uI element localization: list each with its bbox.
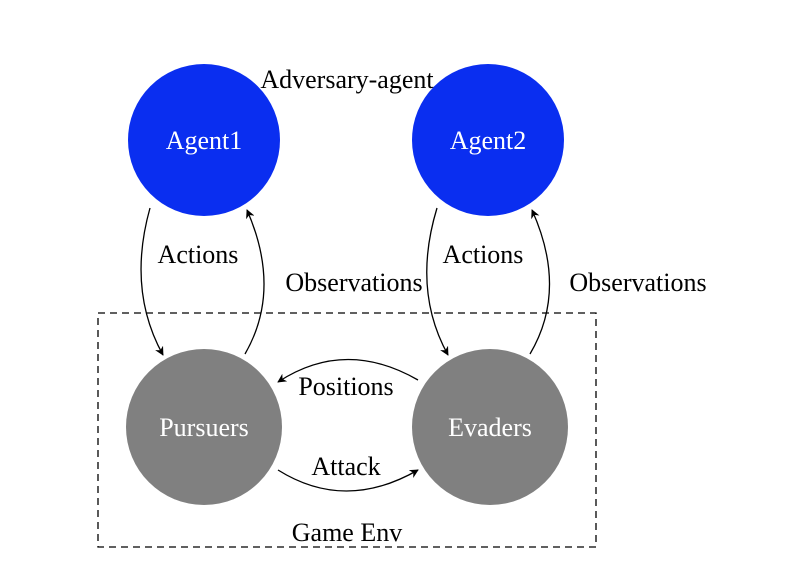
- agent1-actions-label: Actions: [158, 240, 239, 269]
- pursuers-label: Pursuers: [159, 413, 249, 442]
- agent2-observations-arrow: [529, 209, 551, 355]
- diagram-title: Adversary-agent: [260, 65, 434, 94]
- agent1-node: Agent1: [128, 64, 280, 216]
- evaders-circle: [412, 349, 568, 505]
- agent1-observations-label: Observations: [285, 268, 422, 297]
- agent2-observations-label: Observations: [569, 268, 706, 297]
- agent2-circle: [412, 64, 564, 216]
- agent1-circle: [128, 64, 280, 216]
- agent1-label: Agent1: [166, 126, 243, 155]
- agent2-node: Agent2: [412, 64, 564, 216]
- evaders-label: Evaders: [448, 413, 532, 442]
- game-env-box: [97, 312, 597, 548]
- agent2-actions-arrow: [426, 207, 449, 356]
- evaders-node: Evaders: [412, 349, 568, 505]
- attack-arrow: [277, 469, 419, 492]
- game-env-label: Game Env: [292, 518, 402, 547]
- agent1-actions-arrow: [140, 207, 164, 356]
- agent2-label: Agent2: [450, 126, 527, 155]
- agent2-actions-label: Actions: [443, 240, 524, 269]
- agent1-observations-arrow: [244, 209, 265, 355]
- pursuers-circle: [126, 349, 282, 505]
- positions-arrow: [277, 358, 419, 383]
- pursuers-node: Pursuers: [126, 349, 282, 505]
- positions-label: Positions: [298, 372, 393, 401]
- attack-label: Attack: [311, 452, 380, 481]
